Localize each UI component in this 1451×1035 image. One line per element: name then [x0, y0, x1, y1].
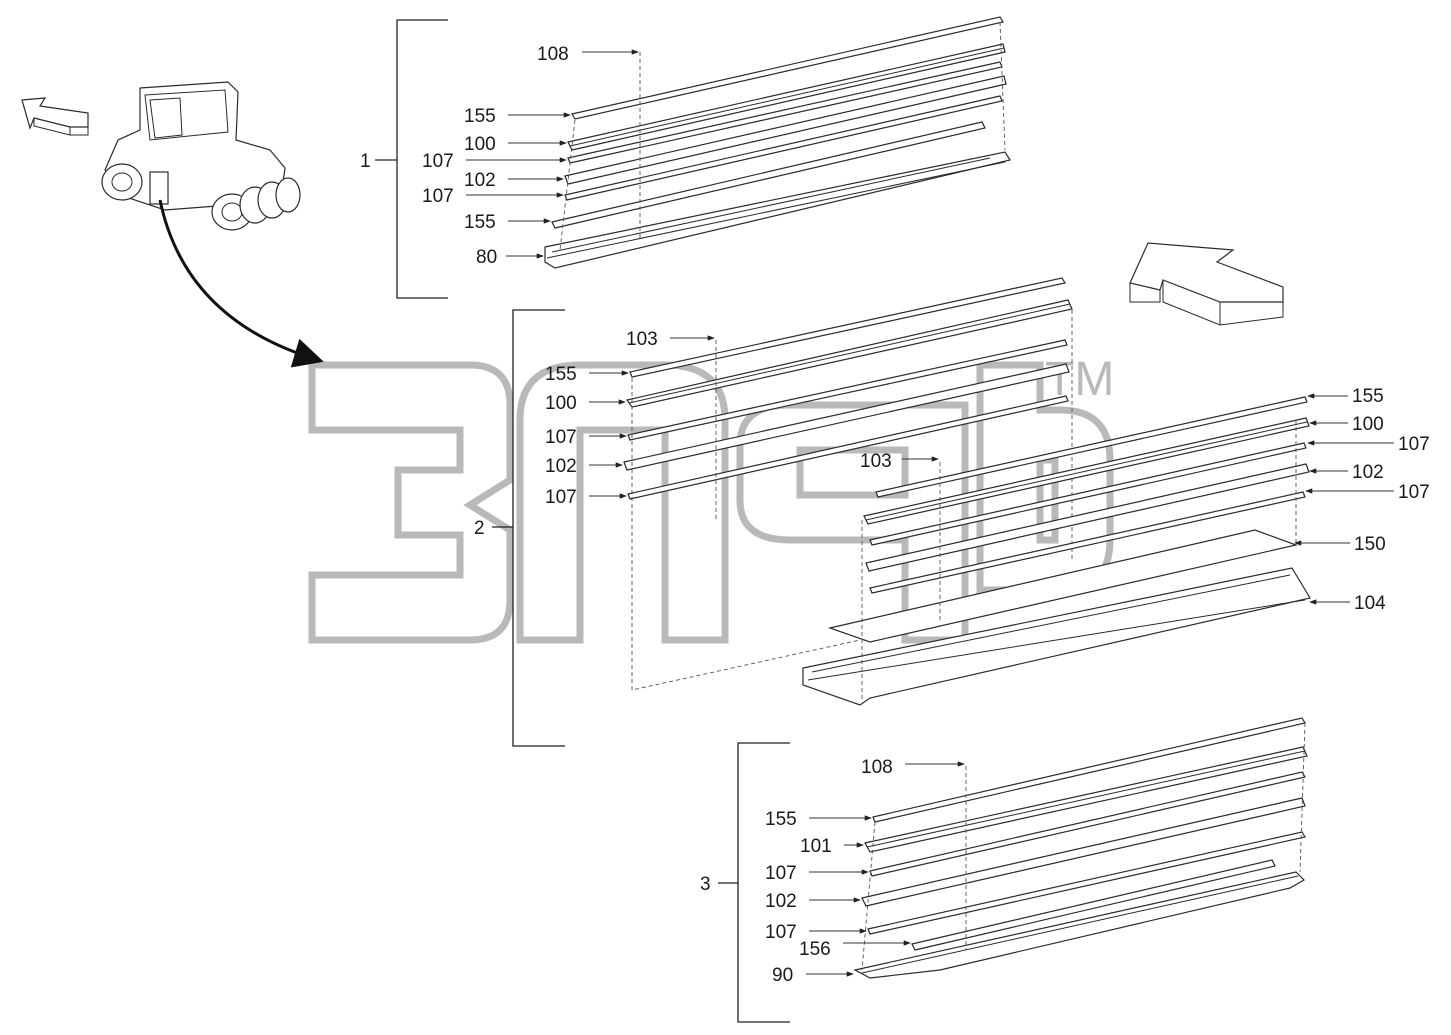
callout-104: 104	[1354, 593, 1386, 614]
callout-108: 108	[861, 757, 893, 778]
callout-156: 156	[799, 939, 831, 960]
large-direction-arrow-icon	[1129, 242, 1284, 326]
group-1-parts	[544, 16, 1011, 269]
callout-155: 155	[464, 106, 496, 127]
callout-102: 102	[545, 456, 577, 477]
callout-90: 90	[772, 965, 793, 986]
group-2-left-parts	[623, 277, 1073, 691]
callout-107: 107	[1398, 482, 1430, 503]
callout-155: 155	[1352, 386, 1384, 407]
callout-103: 103	[626, 329, 658, 350]
callout-107: 107	[1398, 434, 1430, 455]
curved-arrow-icon	[158, 199, 324, 368]
callout-107: 107	[545, 427, 577, 448]
callout-100: 100	[545, 393, 577, 414]
direction-arrow-icon	[21, 97, 89, 136]
callout-100: 100	[1352, 414, 1384, 435]
callout-107: 107	[765, 863, 797, 884]
callout-100: 100	[464, 134, 496, 155]
group-2-left-callouts: 103 155 100 107 102 107	[545, 329, 715, 508]
callout-107: 107	[765, 922, 797, 943]
callout-107: 107	[545, 487, 577, 508]
group-3-callouts: 108 155 101 107 102 107 156 90	[765, 757, 965, 986]
watermark-logo: TM	[308, 353, 1114, 644]
group-3-label: 3	[700, 874, 711, 895]
callout-102: 102	[1352, 462, 1384, 483]
group-2-right-parts	[802, 396, 1311, 706]
callout-102: 102	[464, 170, 496, 191]
group-2-right-callouts: 103 155 100 107 102 107 150 104	[860, 386, 1430, 614]
callout-107: 107	[422, 186, 454, 207]
group-2-label: 2	[474, 518, 485, 539]
group-3-bracket: 3	[700, 742, 790, 1023]
callout-102: 102	[765, 891, 797, 912]
group-1-bracket: 1	[360, 19, 448, 299]
callout-150: 150	[1354, 534, 1386, 555]
watermark-tm: TM	[1045, 353, 1114, 406]
group-3-parts	[853, 717, 1308, 979]
callout-108: 108	[537, 44, 569, 65]
callout-155: 155	[545, 364, 577, 385]
callout-155: 155	[765, 809, 797, 830]
callout-103: 103	[860, 451, 892, 472]
roller-vehicle-icon	[101, 81, 301, 231]
group-1-label: 1	[360, 151, 371, 172]
callout-107: 107	[422, 151, 454, 172]
group-1-callouts: 108 155 100 107 102 107 155 80	[422, 44, 639, 268]
group-2-bracket: 2	[474, 309, 565, 747]
callout-155: 155	[464, 212, 496, 233]
callout-101: 101	[800, 836, 832, 857]
callout-80: 80	[476, 247, 497, 268]
